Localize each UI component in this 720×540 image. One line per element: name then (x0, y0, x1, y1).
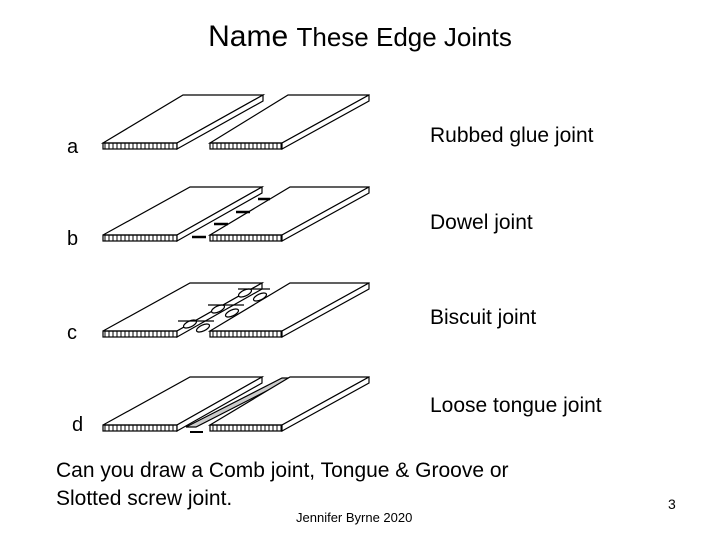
dowel-joint-drawing (102, 185, 370, 243)
board-right (207, 375, 370, 433)
question-text: Can you draw a Comb joint, Tongue & Groo… (56, 457, 509, 513)
joint-name-d: Loose tongue joint (430, 394, 602, 417)
slide-title: Name These Edge Joints (0, 20, 720, 54)
title-main: Name (208, 20, 289, 53)
row-label-c: c (67, 322, 77, 344)
board-right (207, 93, 370, 151)
title-rest: These Edge Joints (296, 22, 512, 52)
row-label-b: b (67, 228, 79, 250)
biscuit-joint-drawing (102, 281, 370, 339)
question-line-2: Slotted screw joint. (56, 487, 233, 510)
question-line-1: Can you draw a Comb joint, Tongue & Groo… (56, 459, 509, 482)
joint-name-a: Rubbed glue joint (430, 124, 594, 147)
page-number: 3 (668, 496, 676, 512)
board-left (100, 93, 266, 151)
row-label-a: a (67, 136, 79, 158)
board-left (102, 185, 265, 243)
row-label-d: d (72, 414, 84, 436)
joint-name-c: Biscuit joint (430, 306, 537, 329)
loose-tongue-joint-drawing (102, 375, 370, 433)
biscuits (178, 288, 270, 333)
board-right (207, 185, 370, 243)
board-left (102, 375, 265, 433)
rubbed-glue-joint-drawing (100, 93, 370, 151)
joint-name-b: Dowel joint (430, 211, 533, 234)
author-credit: Jennifer Byrne 2020 (296, 510, 413, 525)
dowel-pins (192, 197, 270, 239)
